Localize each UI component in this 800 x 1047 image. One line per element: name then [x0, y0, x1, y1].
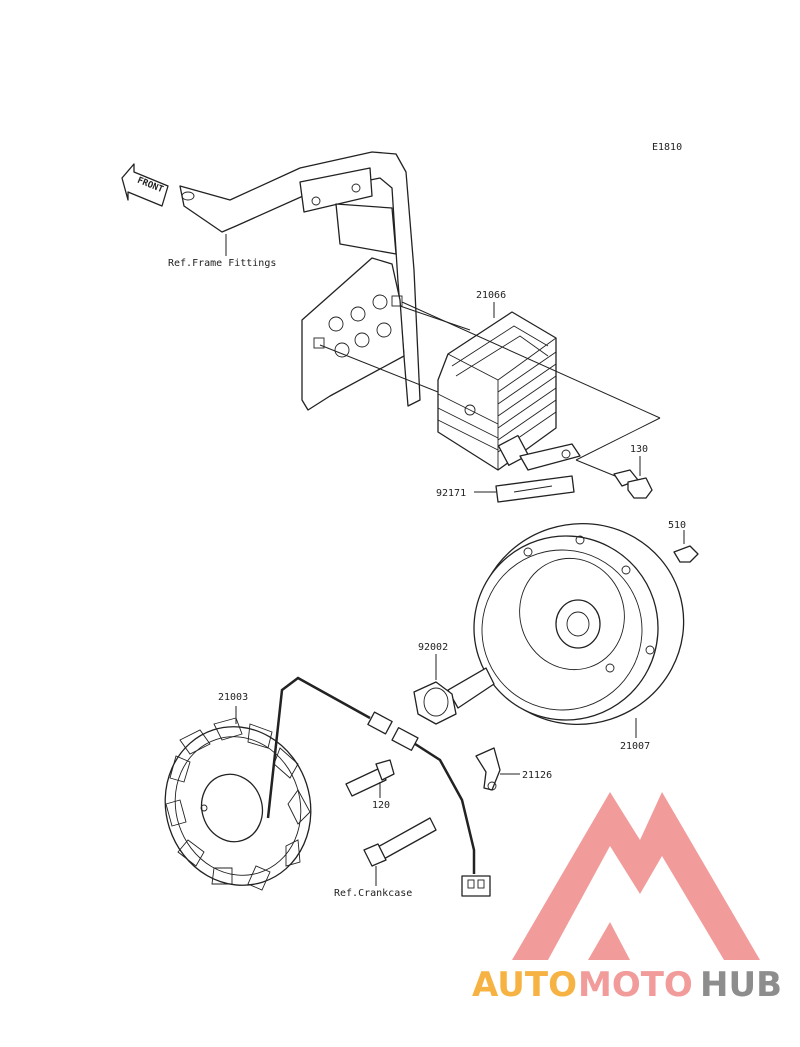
- label-92171: 92171: [436, 488, 466, 499]
- front-arrow-icon: FRONT: [121, 163, 169, 207]
- label-510: 510: [668, 520, 686, 531]
- diagram-code: E1810: [652, 142, 682, 153]
- automotohub-logo: AUTO MOTO HUB: [472, 792, 782, 1005]
- label-21066: 21066: [476, 290, 506, 301]
- crankcase-bolt: [363, 817, 437, 867]
- frame-bracket: [179, 151, 421, 411]
- label-120: 120: [372, 800, 390, 811]
- logo-text-moto: MOTO: [578, 965, 693, 1005]
- label-130: 130: [630, 444, 648, 455]
- regulator-rectifier: [437, 311, 581, 471]
- label-21003: 21003: [218, 692, 248, 703]
- plate-92171: [495, 475, 575, 503]
- flywheel-rotor: [473, 522, 685, 726]
- logo-text-auto: AUTO: [472, 965, 577, 1005]
- stator-harness: [266, 676, 491, 897]
- label-ref-frame-fittings: Ref.Frame Fittings: [168, 258, 276, 269]
- key-510: [673, 545, 699, 563]
- label-21007: 21007: [620, 741, 650, 752]
- stator: [164, 717, 312, 891]
- stator-bolt-120: [345, 759, 395, 797]
- label-21126: 21126: [522, 770, 552, 781]
- bolt-130: [613, 469, 653, 499]
- label-92002: 92002: [418, 642, 448, 653]
- label-ref-crankcase: Ref.Crankcase: [334, 888, 412, 899]
- clamp-21126: [475, 747, 501, 791]
- flywheel-bolt-92002: [413, 667, 495, 725]
- logo-text-hub: HUB: [700, 965, 782, 1005]
